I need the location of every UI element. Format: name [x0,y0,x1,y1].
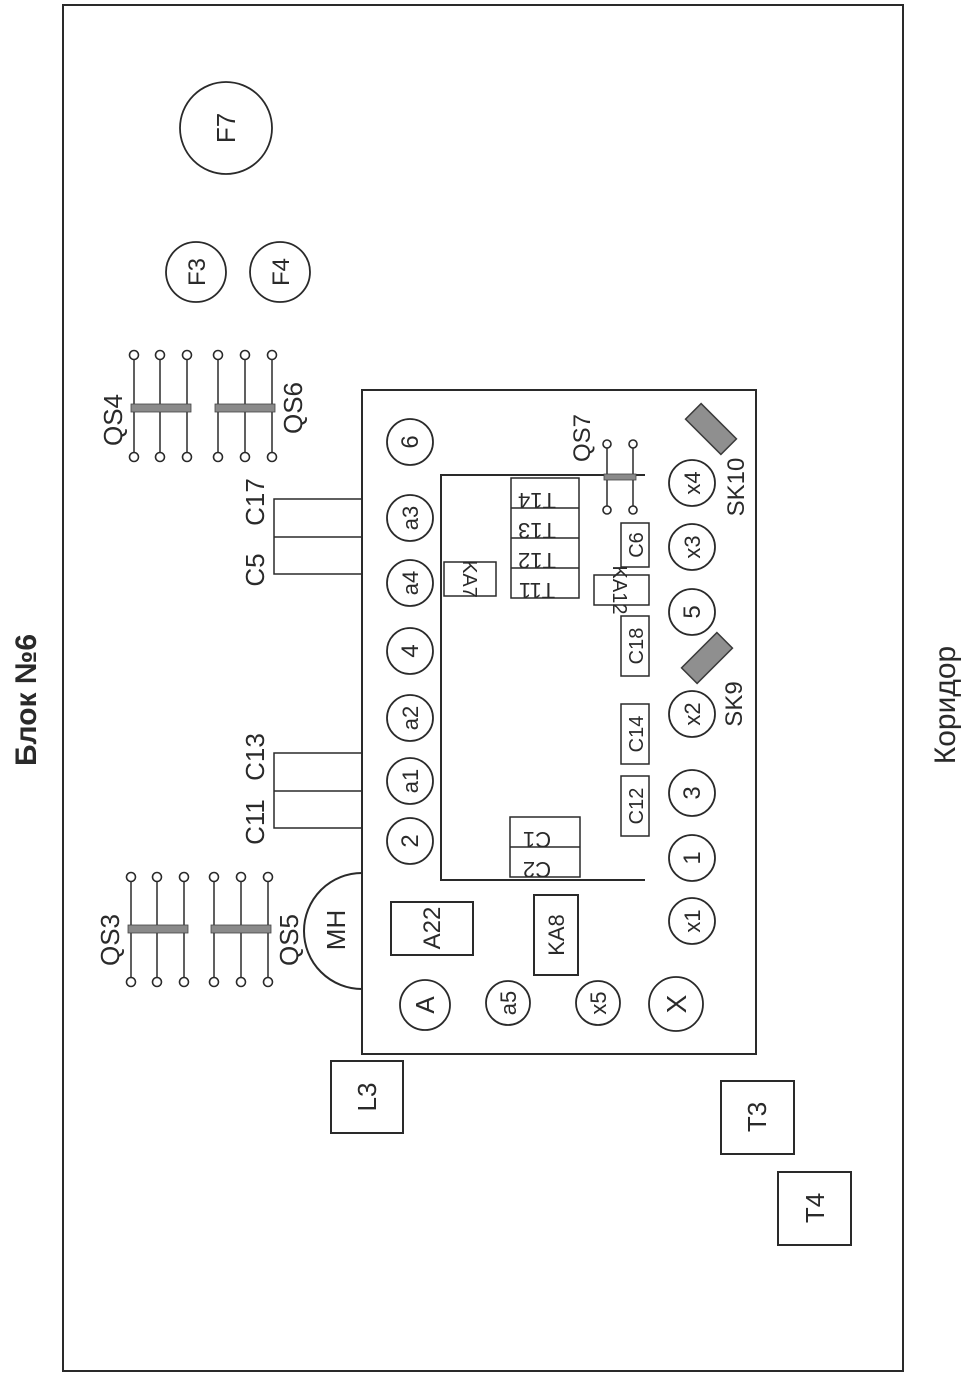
terminal-x5: x5 [575,980,621,1026]
label-qs6: QS6 [278,382,308,434]
svg-text:a1: a1 [398,769,423,793]
svg-text:C14: C14 [626,716,648,753]
svg-text:a4: a4 [398,571,423,595]
relay-ka12: KA12 [593,566,650,615]
label-mh: MH [321,910,351,950]
switch-qs7 [602,439,638,515]
terminal-6: 6 [386,418,434,466]
svg-text:C6: C6 [626,532,648,558]
svg-text:A22: A22 [419,907,446,950]
block-title: Блок №6 [10,634,43,766]
inner-frame [440,474,645,881]
device-t4: T4 [777,1171,852,1246]
terminal-2: 2 [386,817,434,865]
capacitor-c6: C6 [620,522,650,568]
label-c5: C5 [240,553,270,586]
svg-text:x1: x1 [680,909,705,932]
label-qs4: QS4 [98,394,128,446]
label-t11: T11 [519,578,555,603]
label-f7: F7 [211,113,241,143]
svg-text:3: 3 [679,786,706,799]
fan-f4 [249,241,311,303]
sensor-sk10 [684,402,738,456]
svg-text:a5: a5 [496,991,521,1015]
label-t13: T13 [518,518,556,543]
svg-text:x4: x4 [680,471,705,494]
device-a22: A22 [390,901,474,956]
terminal-A: A [399,979,451,1031]
label-t14: T14 [518,488,556,513]
svg-text:C18: C18 [626,628,648,665]
svg-text:4: 4 [397,644,424,657]
svg-text:5: 5 [679,605,706,618]
terminal-x2: x2 [668,690,716,738]
terminal-3: 3 [668,769,716,817]
svg-text:KA12: KA12 [608,566,630,615]
corridor-label: Коридор [929,646,962,764]
svg-text:T4: T4 [800,1193,830,1223]
label-c1: C1 [523,827,551,852]
sensor-sk9 [680,631,734,685]
terminal-a2: a2 [386,694,434,742]
terminal-x3: x3 [668,523,716,571]
label-c2: C2 [523,857,551,882]
label-c11: C11 [240,799,270,845]
terminal-5: 5 [668,588,716,636]
switch-qs4 [128,349,193,463]
label-c17: C17 [240,478,270,526]
switch-qs6 [212,349,278,463]
device-t3: T3 [720,1080,795,1155]
capacitor-c12: C12 [620,775,650,837]
terminal-x4: x4 [668,459,716,507]
terminal-1: 1 [668,834,716,882]
capacitor-c14: C14 [620,703,650,765]
label-t12: T12 [518,548,556,573]
svg-text:C12: C12 [626,788,648,825]
relay-ka8: KA8 [533,894,579,976]
svg-text:L3: L3 [352,1083,382,1112]
fan-f3 [165,241,227,303]
relay-ka7: KA7 [443,560,497,598]
switch-qs5 [208,871,274,988]
svg-text:1: 1 [679,851,706,864]
svg-text:A: A [410,996,440,1014]
terminal-a5: a5 [485,980,531,1026]
terminal-X: X [648,976,704,1032]
label-sk9: SK9 [721,681,748,726]
terminal-a1: a1 [386,757,434,805]
label-qs5: QS5 [274,914,304,966]
terminal-x1: x1 [668,897,716,945]
svg-text:a2: a2 [398,706,423,730]
device-l3: L3 [330,1060,404,1134]
capacitor-bracket-c11-c13 [273,752,362,829]
room-border [62,4,904,1372]
label-sk10: SK10 [723,458,750,517]
terminal-a3: a3 [386,494,434,542]
svg-text:x5: x5 [586,991,611,1014]
motor-mh [303,872,363,990]
svg-text:2: 2 [397,834,424,847]
terminal-a4: a4 [386,559,434,607]
terminal-4: 4 [386,627,434,675]
transformer-stack-t11-t14: T14 T13 T12 T11 [510,477,580,603]
svg-text:6: 6 [397,435,424,448]
svg-text:KA7: KA7 [458,560,480,598]
capacitor-c18: C18 [620,615,650,677]
label-f4: F4 [268,258,295,286]
svg-text:a3: a3 [398,506,423,530]
svg-text:x3: x3 [680,535,705,558]
switch-qs3 [125,871,190,988]
label-qs7: QS7 [569,414,596,462]
label-f3: F3 [184,258,211,286]
capacitor-bracket-c5-c17 [273,498,362,575]
label-c13: C13 [240,733,270,781]
svg-text:X: X [661,994,692,1013]
svg-text:T3: T3 [742,1102,772,1132]
svg-text:KA8: KA8 [544,914,569,956]
capacitor-c1-c2: C1 C2 [509,816,581,882]
fan-f7 [179,81,273,175]
svg-text:x2: x2 [680,702,705,725]
label-qs3: QS3 [95,914,125,966]
